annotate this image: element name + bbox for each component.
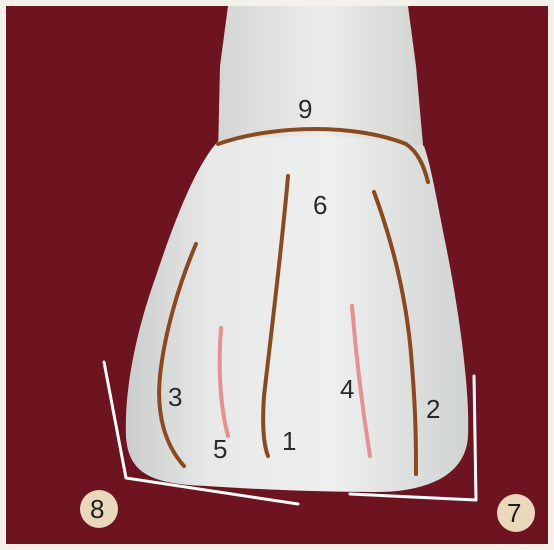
label-3: 3 <box>168 382 182 412</box>
label-6: 6 <box>313 190 327 220</box>
label-8: 8 <box>90 494 104 524</box>
label-1: 1 <box>282 426 296 456</box>
label-7: 7 <box>507 498 521 528</box>
label-5: 5 <box>213 434 227 464</box>
label-9: 9 <box>298 94 312 124</box>
label-2: 2 <box>426 394 440 424</box>
tooth-illustration: 9 6 3 4 2 5 1 8 7 <box>6 6 554 550</box>
label-4: 4 <box>340 374 354 404</box>
